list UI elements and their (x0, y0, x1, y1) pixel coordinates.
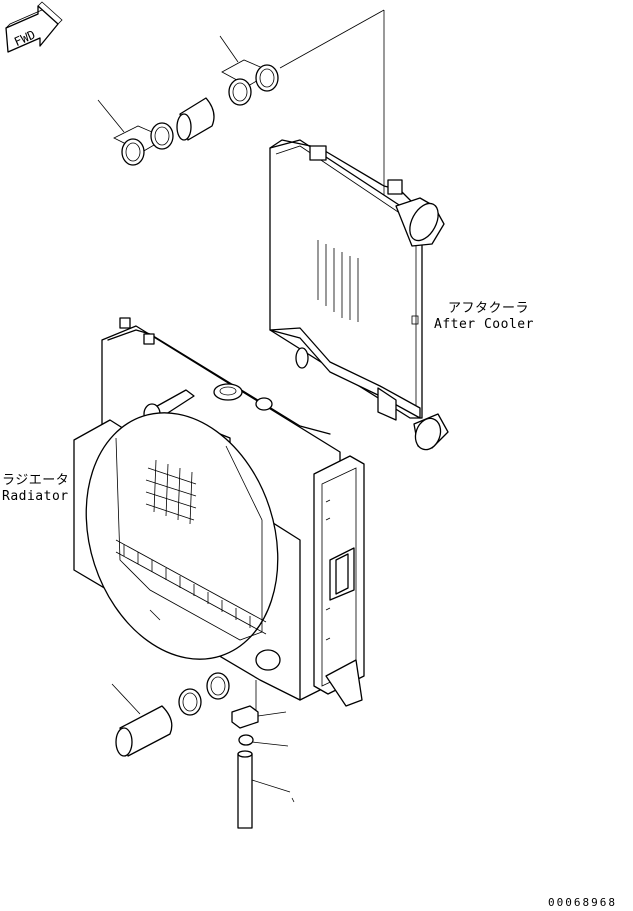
after-cooler (269, 139, 449, 451)
radiator-core-grid (145, 459, 197, 525)
fwd-arrow-icon: FWD (5, 1, 63, 53)
radiator-lower-outlet (255, 649, 281, 671)
drain-washer (238, 734, 254, 746)
hose-clamp-4 (121, 138, 145, 166)
drain-cock (231, 705, 259, 729)
hose-clamp-6 (178, 688, 202, 716)
after-cooler-core-lines (317, 240, 359, 322)
upper-hose-assembly (97, 9, 385, 258)
after-cooler-label-jp: アフタクーラ (448, 301, 529, 316)
hose-clamp-2 (228, 78, 252, 106)
after-cooler-label-en: After Cooler (434, 317, 534, 332)
hose-clamp-3 (150, 122, 174, 150)
lower-hose (119, 705, 173, 757)
hose-clamp-1 (255, 64, 279, 92)
drain-assembly (231, 680, 295, 829)
lower-hose-assembly (111, 672, 230, 757)
hose-clamp-5 (206, 672, 230, 700)
drawing-code: 00068968 (548, 896, 617, 909)
radiator-label-en: Radiator (2, 489, 69, 504)
drain-pipe (237, 753, 253, 829)
radiator-filler-cap (213, 383, 243, 401)
radiator-core-bottom-fins (115, 539, 267, 635)
radiator-label-jp: ラジエータ (2, 473, 69, 488)
fan-shroud-opening (85, 412, 279, 660)
radiator (73, 317, 365, 707)
